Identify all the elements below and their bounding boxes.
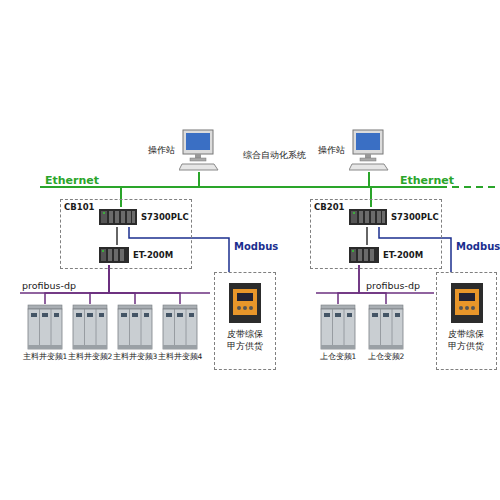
rack-link: [116, 227, 118, 245]
vfd-cabinet: 主料井变频1: [23, 304, 67, 362]
et-icon: [99, 245, 129, 265]
node-label: 上仓变频1: [320, 352, 357, 362]
vfd-cabinet: 上仓变频1: [316, 304, 360, 362]
edge-label: Modbus: [455, 241, 500, 252]
ethernet-link: [369, 172, 371, 207]
node-label: 主料井变频2: [68, 352, 113, 362]
ethernet-link: [121, 172, 199, 207]
node-label: ET-200M: [133, 250, 173, 260]
node-label: 主料井变频3: [113, 352, 158, 362]
modbus-link: [379, 227, 451, 272]
profibus-link: [109, 265, 135, 304]
belt-protector: 皮带综保 甲方供货: [436, 272, 497, 370]
node-label: 操作站: [148, 144, 175, 157]
cab-icon: [27, 304, 63, 350]
cabinet-group: CB101S7300PLC ET-200M: [60, 199, 192, 269]
io-rack: ET-200M: [349, 245, 423, 265]
plc-rack: S7300PLC: [99, 207, 189, 227]
st-icon: [179, 128, 219, 172]
bus-label: profibus-dp: [22, 280, 76, 291]
node-label: 主料井变频4: [158, 352, 203, 362]
node-label: 上仓变频2: [368, 352, 405, 362]
belt-icon: [447, 281, 487, 325]
node-label: S7300PLC: [391, 212, 439, 222]
profibus-link: [90, 265, 109, 304]
belt-icon: [225, 281, 265, 325]
profibus-link: [338, 265, 359, 304]
belt-protector: 皮带综保 甲方供货: [214, 272, 276, 370]
plc-icon: [349, 207, 387, 227]
io-rack: ET-200M: [99, 245, 173, 265]
node-label: CB101: [64, 202, 188, 212]
plc-rack: S7300PLC: [349, 207, 439, 227]
et-icon: [349, 245, 379, 265]
network-label: Ethernet: [400, 174, 454, 187]
cab-icon: [320, 304, 356, 350]
operator-station: 操作站: [148, 128, 219, 172]
cab-icon: [368, 304, 404, 350]
node-label: S7300PLC: [141, 212, 189, 222]
vfd-cabinet: 主料井变频4: [158, 304, 202, 362]
cabinet-group: CB201S7300PLC ET-200M: [310, 199, 442, 269]
cab-icon: [72, 304, 108, 350]
vfd-cabinet: 主料井变频2: [68, 304, 112, 362]
modbus-link: [129, 227, 229, 272]
node-label: CB201: [314, 202, 438, 212]
node-label: 主料井变频1: [23, 352, 68, 362]
network-label: Ethernet: [45, 174, 99, 187]
edge-label: Modbus: [233, 241, 279, 252]
plc-icon: [99, 207, 137, 227]
bus-label: profibus-dp: [366, 280, 420, 291]
system-label: 综合自动化系统: [243, 149, 306, 162]
cab-icon: [117, 304, 153, 350]
operator-station: 操作站: [318, 128, 389, 172]
ethernet-bus: [40, 186, 440, 188]
node-label: 皮带综保 甲方供货: [224, 329, 265, 352]
st-icon: [349, 128, 389, 172]
vfd-cabinet: 主料井变频3: [113, 304, 157, 362]
vfd-cabinet: 上仓变频2: [364, 304, 408, 362]
node-label: 操作站: [318, 144, 345, 157]
profibus-link: [109, 265, 180, 304]
node-label: 皮带综保 甲方供货: [446, 329, 487, 352]
rack-link: [366, 227, 368, 245]
node-label: ET-200M: [383, 250, 423, 260]
cab-icon: [162, 304, 198, 350]
